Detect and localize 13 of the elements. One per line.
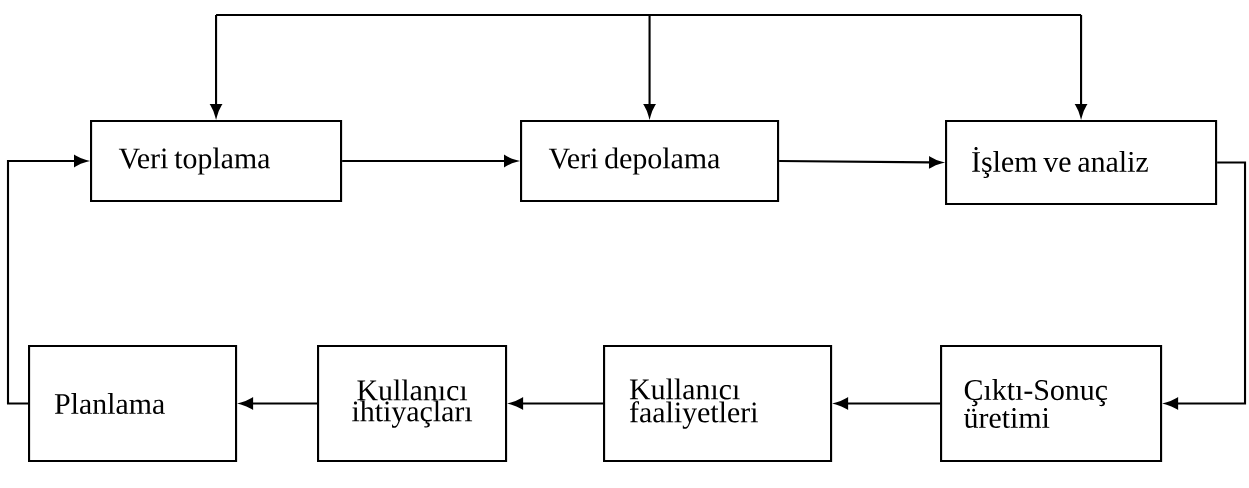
process-box: Kullanıcı faaliyetleri bbox=[603, 345, 833, 463]
arrow bbox=[6, 155, 88, 405]
arrow bbox=[210, 15, 222, 117]
line bbox=[216, 13, 1082, 17]
arrow bbox=[342, 155, 518, 167]
process-box: Çıktı-Sonuç üretimi bbox=[940, 345, 1163, 463]
process-box: Planlama bbox=[28, 345, 238, 463]
arrow bbox=[1075, 15, 1087, 117]
process-box: Veri depolama bbox=[520, 120, 780, 203]
process-box: İşlem ve analiz bbox=[945, 120, 1218, 206]
process-box: Veri toplama bbox=[90, 120, 343, 203]
process-box: Kullanıcı ihtiyaçları bbox=[317, 345, 508, 463]
arrow bbox=[779, 156, 943, 169]
